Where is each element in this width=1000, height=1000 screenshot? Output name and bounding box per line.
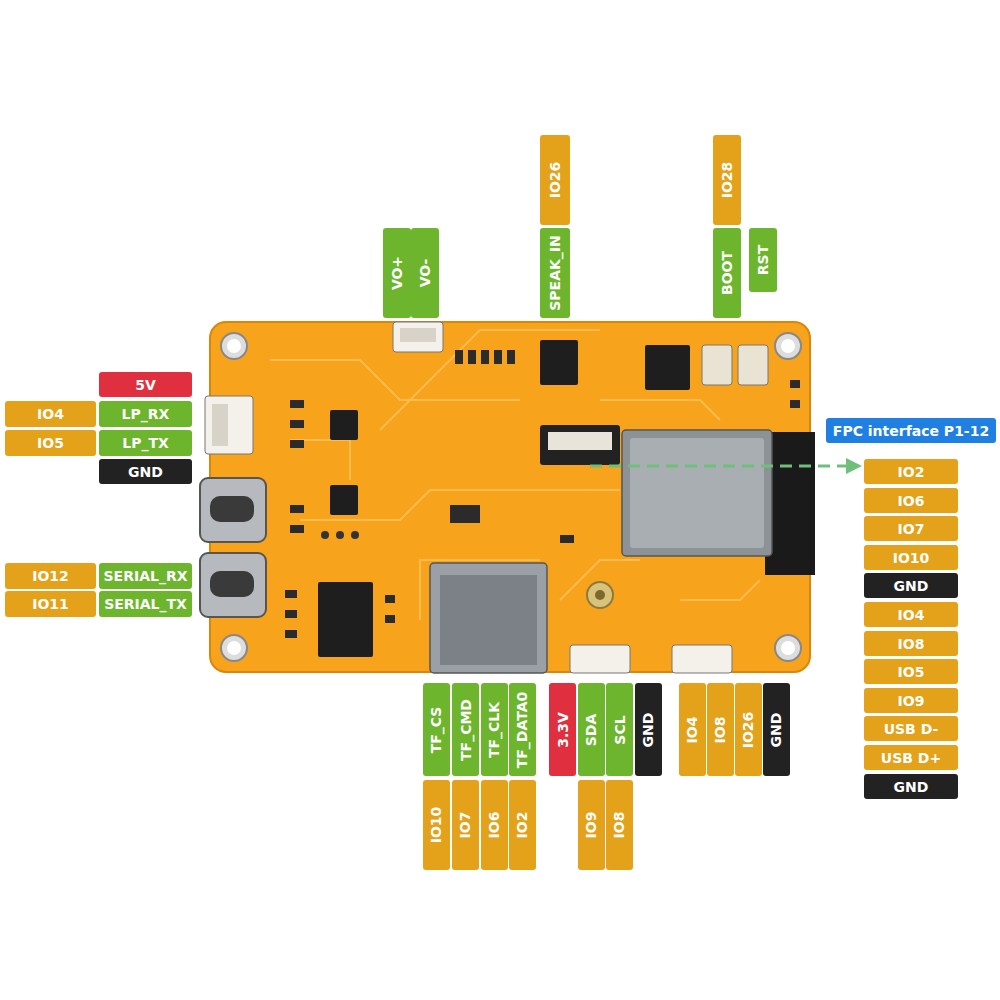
pin-name: IO8 [898, 637, 925, 651]
pin-label: IO8 [864, 631, 958, 656]
pin-label: IO2 [509, 780, 536, 870]
pin-label: SDA [578, 683, 605, 776]
pin-label: IO7 [452, 780, 479, 870]
pin-label: IO10 [864, 545, 958, 570]
pin-label: RST [749, 228, 777, 292]
pin-label: SCL [606, 683, 633, 776]
pin-label: GND [864, 774, 958, 799]
pin-label: IO4 [864, 602, 958, 627]
pin-name: IO6 [898, 494, 925, 508]
pin-label: TF_CMD [452, 683, 479, 776]
pin-label: VO+ [383, 228, 411, 318]
pin-label: VO- [411, 228, 439, 318]
pin-name: SPEAK_IN [548, 235, 562, 311]
pin-name: LP_RX [122, 407, 170, 421]
pin-name: SERIAL_TX [104, 597, 187, 611]
pin-label: SERIAL_RX [99, 563, 192, 589]
pin-name: FPC interface P1-12 [833, 424, 989, 438]
pin-name: GND [128, 465, 163, 479]
pin-name: VO+ [390, 256, 404, 290]
pin-name: SCL [613, 715, 627, 744]
pin-name: RST [756, 245, 770, 275]
pin-label: 3.3V [549, 683, 576, 776]
pin-name: USB D+ [881, 751, 941, 765]
pin-label: IO8 [606, 780, 633, 870]
pin-name: GND [894, 579, 929, 593]
pin-name: IO8 [713, 716, 727, 743]
pin-name: IO28 [720, 162, 734, 199]
pin-name: IO7 [898, 522, 925, 536]
pin-label: IO6 [864, 488, 958, 513]
pin-name: IO26 [548, 162, 562, 199]
pin-label: LP_TX [99, 430, 192, 456]
pin-name: IO4 [898, 608, 925, 622]
pin-name: VO- [418, 259, 432, 288]
pin-name: TF_DATA0 [516, 691, 530, 768]
pin-label: TF_CLK [481, 683, 508, 776]
pin-name: IO6 [487, 812, 501, 839]
pin-name: IO26 [742, 711, 756, 748]
pin-label: SPEAK_IN [540, 228, 570, 318]
pin-label: IO8 [707, 683, 734, 776]
pin-name: SERIAL_RX [104, 569, 188, 583]
pin-name: IO11 [32, 597, 69, 611]
pin-name: TF_CLK [488, 701, 502, 757]
pin-name: TF_CMD [459, 699, 473, 761]
pin-label: GND [99, 459, 192, 484]
pin-label: IO12 [5, 563, 96, 589]
pin-label: USB D+ [864, 745, 958, 770]
pin-label: IO5 [5, 430, 96, 456]
pin-label: IO26 [735, 683, 762, 776]
pin-label: IO26 [540, 135, 570, 225]
pin-name: IO9 [898, 694, 925, 708]
pin-name: IO8 [612, 812, 626, 839]
pin-name: IO4 [37, 407, 64, 421]
pin-name: 5V [135, 378, 156, 392]
pin-name: TF_CS [430, 706, 444, 753]
pin-label: GND [864, 573, 958, 598]
pin-name: USB D- [884, 722, 939, 736]
pin-label: FPC interface P1-12 [826, 418, 996, 443]
pin-label: IO2 [864, 459, 958, 484]
pin-name: BOOT [720, 251, 734, 295]
pin-label: TF_DATA0 [509, 683, 536, 776]
pin-name: IO5 [898, 665, 925, 679]
pin-label: IO10 [423, 780, 450, 870]
pin-label: IO6 [481, 780, 508, 870]
pin-label: IO4 [5, 401, 96, 427]
pin-label: IO5 [864, 659, 958, 684]
pin-label: LP_RX [99, 401, 192, 427]
pin-label: GND [763, 683, 790, 776]
pin-label: IO4 [679, 683, 706, 776]
pin-label: BOOT [713, 228, 741, 318]
pin-name: IO4 [685, 716, 699, 743]
pin-name: IO7 [458, 812, 472, 839]
pin-name: SDA [585, 713, 599, 746]
pin-label: TF_CS [423, 683, 450, 776]
pin-label: SERIAL_TX [99, 591, 192, 617]
pin-name: IO9 [584, 812, 598, 839]
pin-name: LP_TX [122, 436, 169, 450]
pin-label: IO9 [578, 780, 605, 870]
pin-name: IO10 [430, 807, 444, 844]
pin-name: IO10 [893, 551, 930, 565]
pin-label: IO11 [5, 591, 96, 617]
pin-name: IO5 [37, 436, 64, 450]
pin-label: IO9 [864, 688, 958, 713]
pin-label: USB D- [864, 716, 958, 741]
pin-label: IO28 [713, 135, 741, 225]
pin-name: GND [642, 712, 656, 747]
pin-name: IO2 [898, 465, 925, 479]
pin-label: 5V [99, 372, 192, 397]
pin-name: GND [770, 712, 784, 747]
pin-name: IO12 [32, 569, 69, 583]
pin-label: IO7 [864, 516, 958, 541]
pin-label: GND [635, 683, 662, 776]
pin-name: GND [894, 780, 929, 794]
pin-name: IO2 [515, 812, 529, 839]
pin-name: 3.3V [556, 712, 570, 748]
